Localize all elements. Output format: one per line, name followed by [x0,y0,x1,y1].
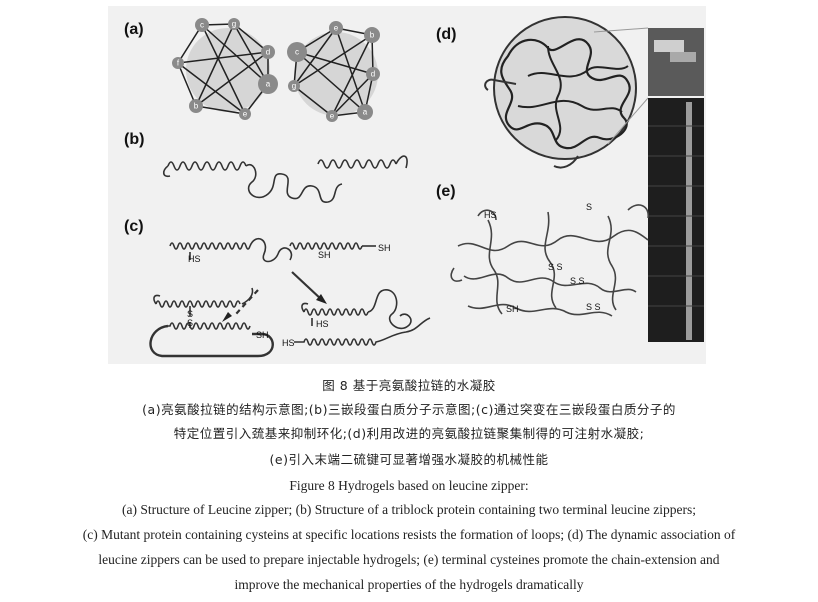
wheel1-res-2: d [266,48,270,57]
wheel1-res-3: a [266,80,271,89]
caption-cn-line-2: 特定位置引入巯基来抑制环化;(d)利用改进的亮氨酸拉链聚集制得的可注射水凝胶; [173,426,645,441]
tag-s-2: S [187,318,193,328]
panel-label-d: (d) [436,26,456,43]
tag-sh-e: SH [506,304,519,314]
caption-cn-line-1: (a)亮氨酸拉链的结构示意图;(b)三嵌段蛋白质分子示意图;(c)通过突变在三嵌… [142,402,676,417]
caption-cn-title: 图 8 基于亮氨酸拉链的水凝胶 [322,378,496,393]
mutant-protein [149,237,431,358]
caption-en-line-3: leucine zippers can be used to prepare i… [98,552,720,567]
caption-cn-line-3: (e)引入末端二硫键可显著增强水凝胶的机械性能 [269,452,549,467]
wheel2-res-1: b [370,31,375,40]
tag-sh-2: SH [378,243,391,253]
tag-sh-3: SH [256,330,269,340]
dashed-arrow-head [222,312,232,322]
wheel2-res-5: g [292,82,296,91]
wheel1-res-6: f [177,59,180,68]
triblock-protein [162,155,408,203]
caption-en-line-1: (a) Structure of Leucine zipper; (b) Str… [122,502,696,517]
tag-hs-2: HS [316,319,329,329]
caption-en-title: Figure 8 Hydrogels based on leucine zipp… [289,478,529,493]
wheel2-res-0: e [334,24,339,33]
solid-arrow-head [316,294,327,304]
helical-wheel-left: c g d a e b f [172,18,278,120]
tag-s-e-1: S [586,202,592,212]
caption-en-line-2: (c) Mutant protein containing cysteins a… [82,527,736,542]
tag-ss-e-1: S S [548,262,563,272]
panel-label-c: (c) [124,218,144,235]
tag-hs-e: HS [484,210,497,220]
injectable-hydrogel-network [484,16,704,342]
wheel1-res-0: c [200,21,204,30]
wheel1-res-1: g [232,20,236,29]
wheel2-res-4: e [330,112,335,121]
wheel1-res-4: e [243,110,248,119]
tag-sh-1: SH [318,250,331,260]
disulfide-network [450,204,649,317]
figure-drawing: (a) (b) (c) (d) (e) c g d a e b f e b d … [124,16,704,358]
panel-label-e: (e) [436,183,456,200]
wheel2-res-2: d [371,70,375,79]
panel-label-a: (a) [124,21,144,38]
helical-wheel-right: e b d a e g c [287,21,380,122]
caption-en-line-4: improve the mechanical properties of the… [234,577,584,592]
tag-s-1: S [187,309,193,319]
panel-label-b: (b) [124,131,144,148]
wheel2-res-6: c [295,48,299,57]
wheel2-res-3: a [363,108,368,117]
tag-ss-e-3: S S [586,302,601,312]
wheel1-res-5: b [194,102,199,111]
tag-hs-1: HS [188,254,201,264]
figure-image: (a) (b) (c) (d) (e) c g d a e b f e b d … [108,6,706,364]
tag-hs-3: HS [282,338,295,348]
tag-ss-e-2: S S [570,276,585,286]
